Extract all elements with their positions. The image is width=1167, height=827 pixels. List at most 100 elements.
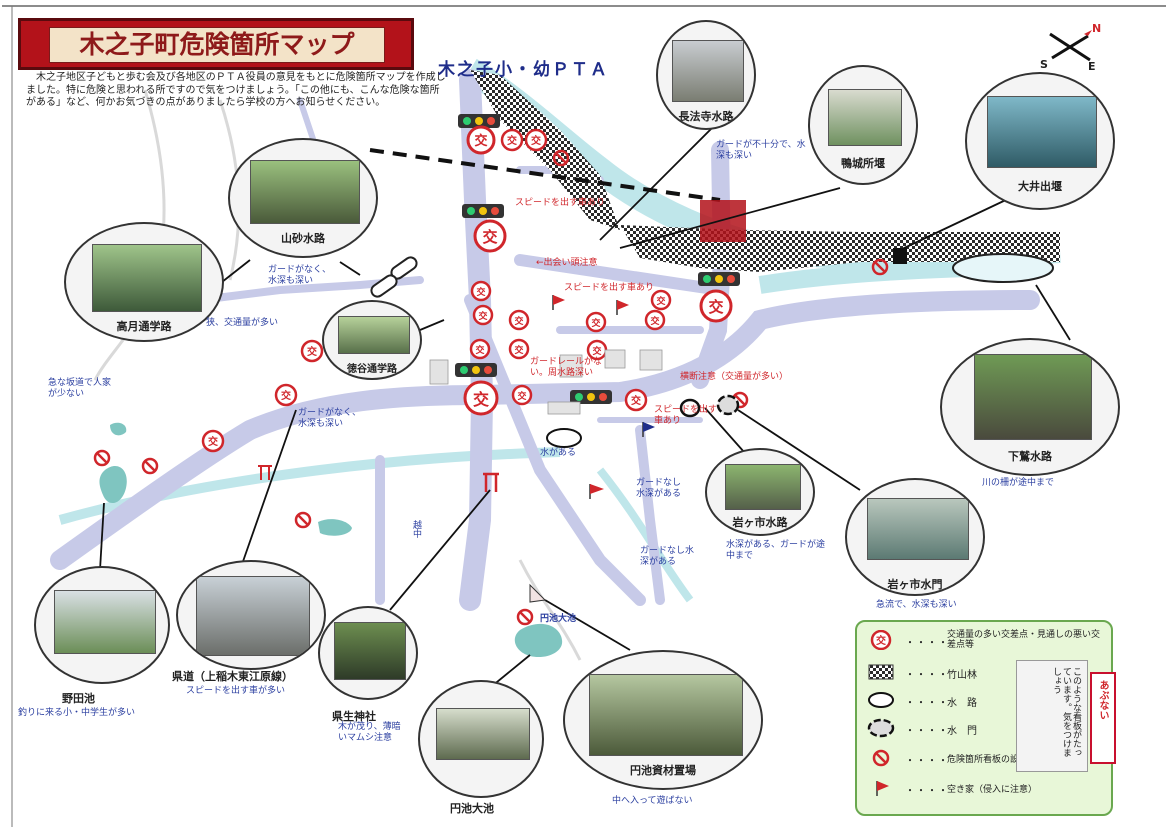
legend-label: 水 路 (947, 698, 977, 709)
svg-text:交: 交 (482, 228, 497, 246)
photo-yamasuna: 山砂水路 (228, 138, 378, 258)
note-iwagaichi-canal: 水深がある、ガードが途中まで (726, 540, 826, 561)
photo-caption-noda: 野田池 (62, 692, 95, 705)
photo-ooide: 大井出堰 (965, 72, 1115, 210)
photo-caption: 山砂水路 (281, 232, 325, 245)
canal-oval (679, 398, 701, 418)
photo-caption: 岩ヶ市水路 (732, 516, 788, 529)
photo-enchi-pond (418, 680, 544, 798)
photo-takatsuki: 高月通学路 (64, 222, 224, 342)
photo-caption: 岩ヶ市水門 (887, 578, 943, 591)
traffic-cross-icon: 交 (463, 380, 499, 416)
photo-caption: 円池資材置場 (630, 764, 696, 777)
thicket-area-north (470, 70, 620, 230)
svg-text:交: 交 (631, 394, 641, 407)
svg-text:交: 交 (650, 315, 659, 327)
compass-icon: N S E (1040, 22, 1102, 73)
pond-small (318, 519, 352, 536)
traffic-cross-icon: 交 (274, 383, 298, 407)
flag-icon (876, 781, 889, 796)
traffic-cross-icon: 交 (472, 304, 494, 326)
traffic-cross-icon: 交 (473, 219, 507, 253)
photo-enchi-material: 円池資材置場 (563, 650, 763, 790)
note-traffic-1: 横断注意（交通量が多い） (680, 372, 789, 382)
photo-caption: 長法寺水路 (678, 110, 734, 123)
no-entry-icon (552, 149, 570, 167)
svg-text:交: 交 (656, 295, 665, 307)
photo-caption: 高月通学路 (116, 320, 172, 333)
compass-north: N (1092, 22, 1102, 35)
svg-text:交: 交 (592, 345, 601, 357)
traffic-cross-icon: 交 (300, 339, 324, 363)
traffic-cross-icon: 交 (644, 309, 666, 331)
vacant-house-flags (552, 295, 655, 499)
photo-caption-kendo: 県道（上稲木東江原線） (172, 670, 293, 683)
no-entry-icon (871, 258, 889, 276)
photo-shimowashi: 下鷲水路 (940, 338, 1120, 476)
svg-text:交: 交 (476, 286, 485, 298)
note-iwagaichi-gate: 急流で、水深も深い (876, 600, 957, 610)
traffic-lights (455, 114, 740, 404)
canal-icon (868, 692, 894, 708)
pond-enchi (514, 623, 563, 658)
note-guard-4: ガードなし水深がある (640, 546, 695, 567)
photo-caption: 下鷲水路 (1008, 450, 1052, 463)
note-speed-2: スピードを出す車あり (564, 283, 655, 293)
legend-label: 危険箇所看板の設置場所 (947, 755, 1047, 765)
sluice-oval (716, 394, 740, 416)
pond-tiny (110, 422, 127, 436)
traffic-cross-icon: 交 (650, 289, 672, 311)
svg-text:交: 交 (531, 134, 541, 147)
traffic-cross-icon: 交 (470, 280, 492, 302)
svg-text:交: 交 (514, 315, 523, 327)
flag-icon (589, 484, 604, 499)
traffic-cross-icon: 交 (524, 128, 548, 152)
no-entry-icon (294, 511, 312, 529)
note-guard-2: ガードがなく、水深も深い (298, 408, 362, 429)
note-guard-3: ガードなし水深がある (636, 478, 682, 499)
traffic-cross-icon: 交 (201, 429, 225, 453)
photo-iwagaichi-canal: 岩ヶ市水路 (705, 448, 815, 536)
photo-kendo (176, 560, 326, 670)
note-yamasuna: ガードがなく、水深も深い (268, 265, 332, 286)
traffic-cross-icon: 交 (508, 309, 530, 331)
traffic-cross-icon: 交 (511, 384, 533, 406)
photo-caption: 徳谷通学路 (347, 364, 397, 375)
no-entry-icon (872, 749, 890, 767)
canal-oval (546, 428, 582, 448)
svg-text:交: 交 (876, 634, 886, 647)
svg-text:交: 交 (591, 317, 600, 329)
pond-noda (99, 466, 127, 504)
photo-caption: 鴨城所堰 (841, 157, 885, 170)
page-title: 木之子町危険箇所マップ (49, 27, 385, 63)
photo-caption: 大井出堰 (1018, 180, 1062, 193)
sign-board: このような看板がたっています。気をつけましょう (1016, 660, 1088, 772)
svg-text:交: 交 (708, 298, 723, 316)
svg-text:交: 交 (281, 389, 291, 402)
sluice-marker (700, 200, 746, 242)
photo-caption-enchi: 円池大池 (450, 802, 494, 815)
legend-label: 空き家（侵入に注意） (947, 785, 1038, 795)
note-speed-3: スピードを出す車あり (654, 405, 718, 426)
school-boundary-line (369, 148, 721, 202)
svg-text:交: 交 (474, 133, 487, 149)
traffic-cross-icon: 交 (508, 338, 530, 360)
note-narrow: 急な坂道で人家が少ない (48, 378, 112, 399)
note-guard-1: ガードが不十分で、水深も深い (716, 140, 806, 161)
legend-label: 水 門 (947, 726, 977, 737)
traffic-cross-icon: 交 (500, 128, 524, 152)
note-noda: 釣りに来る小・中学生が多い (18, 708, 136, 718)
traffic-cross-icon: 交 (585, 311, 607, 333)
legend-label: 竹山林 (947, 670, 977, 681)
hazard-cross-markers: 交 交 交 交 交 交 交 交 交 交 交 交 交 交 交 交 交 交 交 交 (201, 125, 733, 453)
photo-caption-kensei: 県生神社 (332, 710, 376, 723)
no-entry-icon (141, 457, 159, 475)
svg-text:交: 交 (475, 344, 484, 356)
no-entry-icon (516, 608, 534, 626)
note-mizu: 水がある (540, 448, 577, 458)
sluice-icon (867, 718, 895, 738)
svg-text:交: 交 (307, 345, 317, 358)
note-shimowashi: 川の柵が途中まで (982, 478, 1055, 488)
note-guardrail: ガードレールがない。周水路深い (530, 357, 603, 378)
